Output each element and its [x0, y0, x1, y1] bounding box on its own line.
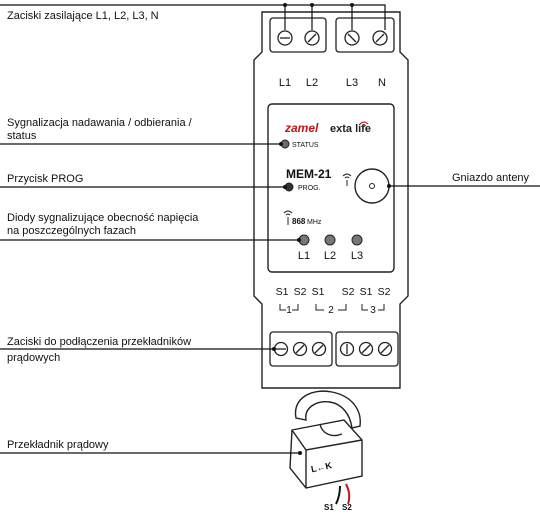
led-label-l1: L1 — [298, 250, 310, 262]
terminal-label-l1: L1 — [279, 77, 291, 89]
status-label: STATUS — [292, 142, 319, 149]
callout-diodes-line2: na poszczególnych fazach — [7, 225, 137, 237]
wifi-logo-icon — [359, 121, 369, 127]
wire-label-s2: S2 — [342, 503, 352, 512]
ct-label-s2-b: S2 — [342, 286, 355, 298]
leader-dots — [272, 3, 391, 455]
ct-group-3: 3 — [370, 305, 376, 316]
ct-group-brackets — [279, 304, 385, 311]
callout-diodes-line1: Diody sygnalizujące obecność napięcia — [7, 212, 199, 224]
transformer-wires — [335, 483, 351, 505]
callout-current-transformer: Przekładnik prądowy — [7, 439, 109, 451]
ct-group-2: 2 — [328, 305, 334, 316]
top-terminal-labels: L1 L2 L3 N — [279, 77, 386, 89]
ct-label-s1-c: S1 — [360, 286, 373, 298]
terminal-label-l3: L3 — [346, 77, 358, 89]
transformer-marking: L←K — [310, 460, 333, 474]
antenna-socket-center — [369, 183, 375, 189]
radio-unit: MHz — [307, 219, 322, 226]
top-terminal-block — [269, 17, 395, 53]
device-housing — [253, 11, 409, 389]
brand-sub: exta life — [330, 123, 371, 135]
ct-label-s2-c: S2 — [378, 286, 391, 298]
leader-lines — [0, 4, 540, 454]
ct-group-labels: 1 2 3 — [286, 305, 376, 316]
phase-led-l2 — [324, 234, 336, 246]
led-label-l3: L3 — [351, 250, 363, 262]
ct-label-s1-b: S1 — [312, 286, 325, 298]
wire-label-s1: S1 — [324, 503, 334, 512]
radio-icon — [283, 210, 293, 225]
bottom-terminal-block — [269, 331, 399, 367]
callout-ct-terminals-line1: Zaciski do podłączenia przekładników — [7, 336, 192, 348]
brand-name: zamel — [284, 121, 319, 135]
ct-terminal-labels: S1 S2 S1 S2 S1 S2 — [276, 286, 391, 298]
current-transformer — [289, 390, 363, 489]
terminal-label-l2: L2 — [306, 77, 318, 89]
callout-status-line2: status — [7, 130, 37, 142]
callout-ct-terminals-line2: prądowych — [7, 352, 61, 364]
ct-group-1: 1 — [286, 305, 292, 316]
brand-logo: zamel exta life — [284, 121, 371, 135]
callout-power-terminals: Zaciski zasilające L1, L2, L3, N — [7, 10, 159, 22]
radio-frequency: 868 — [292, 217, 306, 226]
terminal-label-n: N — [378, 77, 386, 89]
callout-prog-button: Przycisk PROG — [7, 173, 84, 185]
antenna-icon — [342, 173, 352, 186]
phase-leds — [298, 234, 363, 246]
antenna-socket[interactable] — [354, 168, 390, 204]
model-name: MEM-21 — [286, 167, 332, 181]
ct-label-s1-a: S1 — [276, 286, 289, 298]
led-label-l2: L2 — [324, 250, 336, 262]
callout-antenna-socket: Gniazdo anteny — [452, 172, 530, 184]
phase-led-labels: L1 L2 L3 — [298, 250, 363, 262]
prog-label: PROG. — [298, 185, 321, 192]
callout-status-line1: Sygnalizacja nadawania / odbierania / — [7, 117, 192, 129]
ct-label-s2-a: S2 — [294, 286, 307, 298]
phase-led-l3 — [351, 234, 363, 246]
